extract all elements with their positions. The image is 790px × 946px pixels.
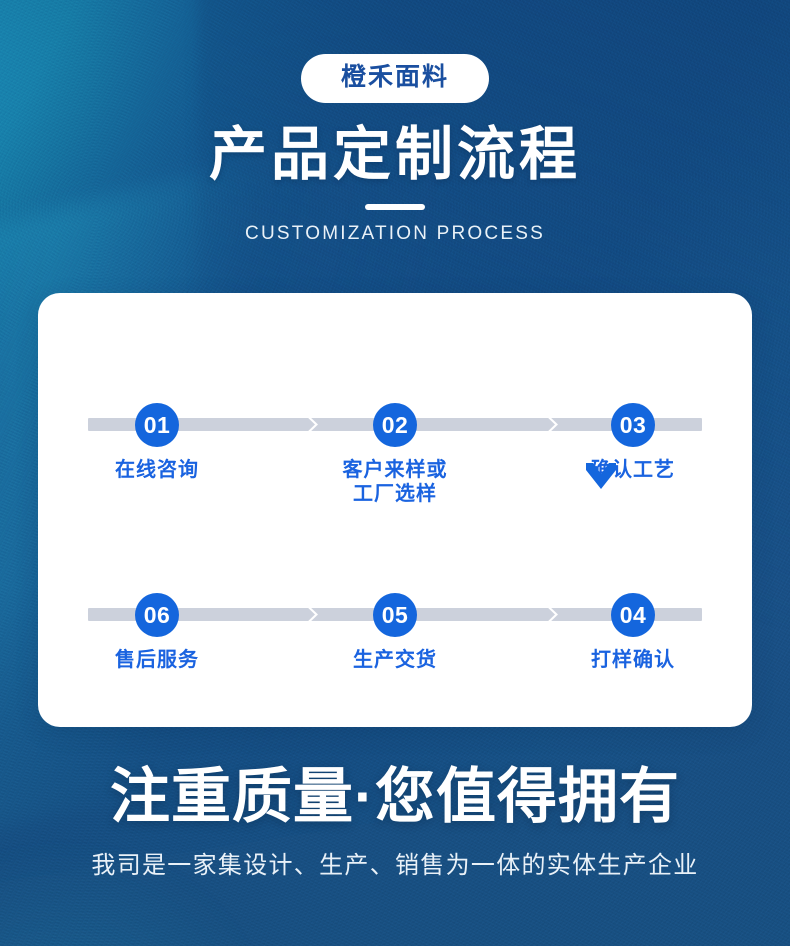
step-label: 在线咨询 <box>115 459 199 481</box>
step-number-badge: 06 <box>135 593 179 637</box>
process-row-bottom: 06 售后服务 05 生产交货 04 打样确认 <box>38 537 752 671</box>
page-header: 橙禾面料 产品定制流程 CUSTOMIZATION PROCESS <box>0 0 790 245</box>
step-number-badge: 02 <box>373 403 417 447</box>
chevron-right-icon <box>303 603 325 626</box>
step-label: 打样确认 <box>591 649 675 671</box>
process-steps-top: 01 在线咨询 02 客户来样或工厂选样 03 确认工艺 <box>38 347 752 507</box>
step-number-badge: 04 <box>611 593 655 637</box>
chevron-right-icon <box>303 413 325 436</box>
title-divider <box>365 203 425 210</box>
chevron-right-icon <box>543 603 565 626</box>
process-step[interactable]: 06 售后服务 <box>38 537 276 672</box>
footer-headline: 注重质量·您值得拥有 <box>110 763 680 830</box>
process-step[interactable]: 03 确认工艺 <box>514 347 752 507</box>
process-card: 01 在线咨询 02 客户来样或工厂选样 03 确认工艺 <box>38 293 752 727</box>
step-label: 客户来样或工厂选样 <box>342 459 448 506</box>
step-label: 售后服务 <box>115 649 199 671</box>
step-label: 生产交货 <box>353 649 437 671</box>
step-number-badge: 01 <box>135 403 179 447</box>
chevron-right-icon <box>543 413 565 436</box>
footer-tagline: 我司是一家集设计、生产、销售为一体的实体生产企业 <box>91 851 699 879</box>
process-row-top: 01 在线咨询 02 客户来样或工厂选样 03 确认工艺 <box>38 347 752 505</box>
background-lower-glow <box>0 775 395 946</box>
step-label: 确认工艺 <box>591 459 675 481</box>
step-number-badge: 03 <box>611 403 655 447</box>
page-title: 产品定制流程 <box>208 122 581 187</box>
process-step[interactable]: 04 打样确认 <box>514 537 752 672</box>
process-step[interactable]: 02 客户来样或工厂选样 <box>276 347 514 507</box>
process-step[interactable]: 05 生产交货 <box>276 537 514 672</box>
chevron-down-icon <box>584 461 618 491</box>
brand-badge: 橙禾面料 <box>300 54 489 103</box>
page-subtitle: CUSTOMIZATION PROCESS <box>245 222 545 244</box>
page-footer: 注重质量·您值得拥有 我司是一家集设计、生产、销售为一体的实体生产企业 <box>0 762 790 880</box>
process-step[interactable]: 01 在线咨询 <box>38 347 276 507</box>
step-number-badge: 05 <box>373 593 417 637</box>
process-steps-bottom: 06 售后服务 05 生产交货 04 打样确认 <box>38 537 752 672</box>
